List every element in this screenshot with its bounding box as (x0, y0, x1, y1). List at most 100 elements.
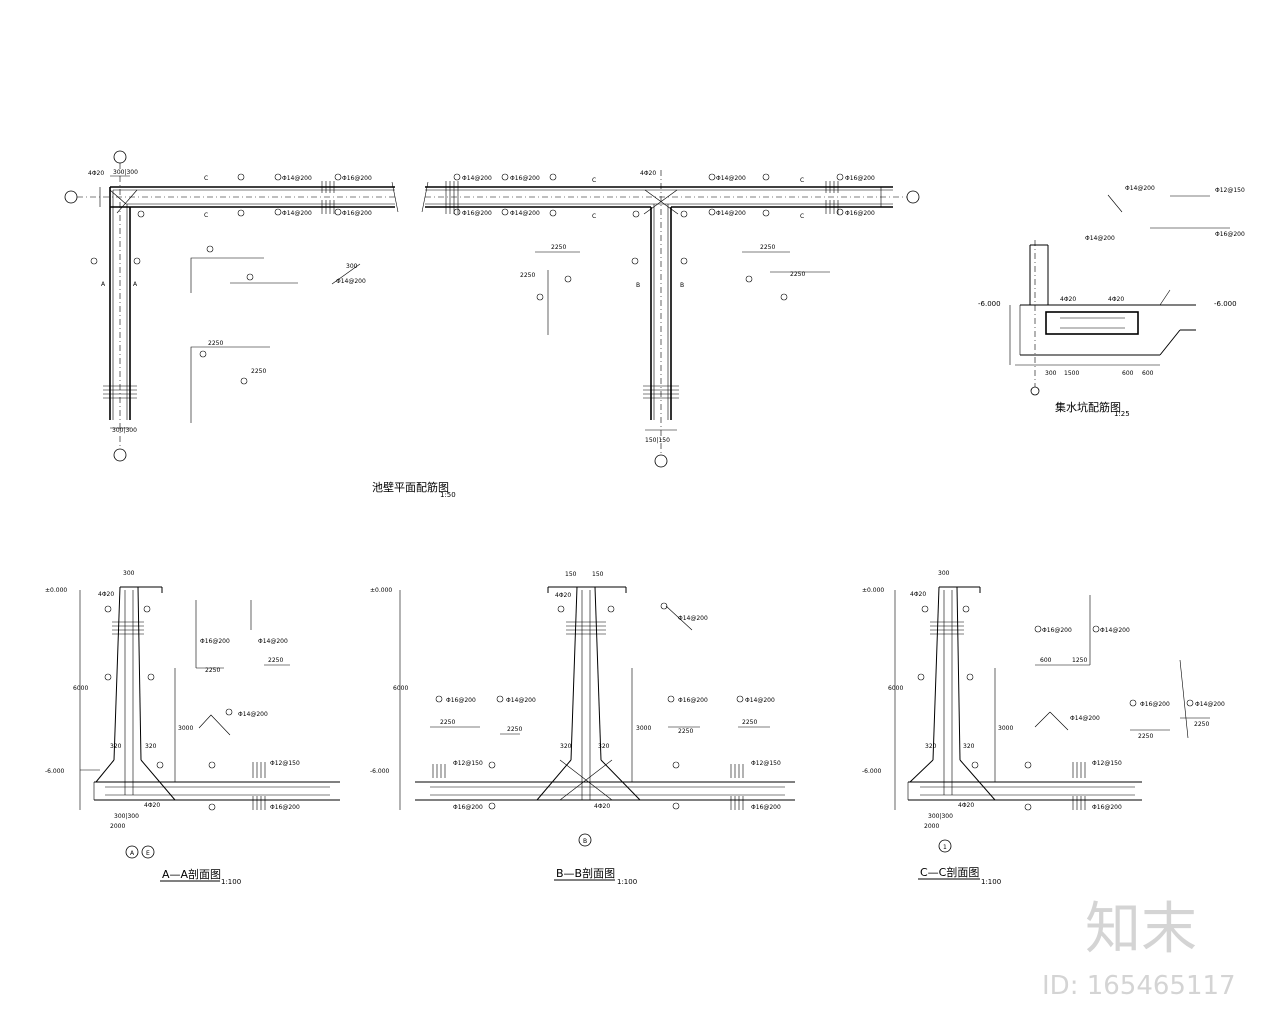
cut-label: A (133, 281, 138, 288)
axis-label: B (583, 838, 587, 845)
rebar-label: Φ16@200 (453, 804, 483, 811)
elevation-label: -6.000 (1214, 300, 1237, 308)
dim-label: 320 (110, 743, 122, 750)
dim-label: 2250 (1194, 721, 1209, 728)
rebar-label: Φ16@200 (446, 697, 476, 704)
dim-label: 2250 (208, 340, 223, 347)
axis-label: 1 (943, 844, 947, 851)
dim-label: 300 (1045, 370, 1057, 377)
dim-label: 300|300 (928, 813, 953, 820)
dim-label: 320 (963, 743, 975, 750)
dim-label: 3000 (178, 725, 193, 732)
axis-bubble (113, 448, 127, 462)
dim-label: 2250 (268, 657, 283, 664)
rebar-label: Φ16@200 (1215, 231, 1245, 238)
dim-label: 2000 (110, 823, 125, 830)
rebar-label: Φ12@150 (1215, 187, 1245, 194)
cut-label: C (800, 213, 804, 220)
plan-left-corner: 4Φ20 300|300 300|300 C C A A Φ14@200 Φ16… (64, 150, 399, 462)
axis-bubble (906, 190, 920, 204)
rebar-label: Φ16@200 (751, 804, 781, 811)
rebar-label: 4Φ20 (555, 592, 571, 599)
rebar-label: Φ16@200 (200, 638, 230, 645)
dim-label: 2250 (1138, 733, 1153, 740)
dim-label: 300|300 (112, 427, 137, 434)
section-b-title: B—B剖面图 (556, 866, 615, 880)
cut-label: C (592, 213, 596, 220)
rebar-label: Φ12@150 (1092, 760, 1122, 767)
axis-bubble (64, 190, 78, 204)
rebar-label: Φ14@200 (258, 638, 288, 645)
cut-label: C (204, 212, 208, 219)
section-b-b: ±0.000 -6.000 150 150 3000 2250 2250 225… (370, 571, 795, 886)
sump-scale: 1:25 (1114, 410, 1130, 418)
dim-label: 2250 (440, 719, 455, 726)
rebar-label: Φ16@200 (270, 804, 300, 811)
rebar-label: Φ12@150 (751, 760, 781, 767)
rebar-label: Φ16@200 (1042, 627, 1072, 634)
rebar-label: 4Φ20 (958, 802, 974, 809)
elevation-label: -6.000 (370, 768, 390, 775)
elevation-label: ±0.000 (45, 587, 67, 594)
rebar-label: Φ14@200 (1195, 701, 1225, 708)
section-c-title: C—C剖面图 (920, 865, 979, 879)
rebar-label: Φ14@200 (462, 175, 492, 182)
dim-label: 2250 (520, 272, 535, 279)
cut-label: A (101, 281, 106, 288)
rebar-label: Φ14@200 (238, 711, 268, 718)
watermark-logo: 知末 (1085, 897, 1197, 962)
dim-label: 600 (1142, 370, 1154, 377)
rebar-label: 4Φ20 (640, 170, 656, 177)
dim-label: 6000 (393, 685, 408, 692)
rebar-label: 4Φ20 (88, 170, 104, 177)
axis-bubble (113, 150, 127, 164)
dim-label: 2250 (205, 667, 220, 674)
rebar-label: Φ14@200 (1125, 185, 1155, 192)
dim-label: 600 (1040, 657, 1052, 664)
rebar-label: 4Φ20 (98, 591, 114, 598)
dim-label: 320 (598, 743, 610, 750)
section-c-c: ±0.000 -6.000 300 3000 600 1250 2250 225… (862, 570, 1225, 886)
axis-label: E (146, 850, 150, 857)
cut-label: B (680, 282, 684, 289)
dim-label: 2250 (551, 244, 566, 251)
dim-label: 2250 (742, 719, 757, 726)
section-a-scale: 1:100 (221, 878, 241, 886)
rebar-label: Φ14@200 (1070, 715, 1100, 722)
dim-label: 6000 (73, 685, 88, 692)
rebar-label: Φ16@200 (845, 175, 875, 182)
axis-label: A (130, 850, 135, 857)
axis-bubble (654, 454, 668, 468)
dim-label: 2000 (924, 823, 939, 830)
rebar-label: Φ14@200 (510, 210, 540, 217)
rebar-label: 4Φ20 (144, 802, 160, 809)
dim-label: 2250 (251, 368, 266, 375)
rebar-label: Φ14@200 (745, 697, 775, 704)
dim-label: 150|150 (645, 437, 670, 444)
rebar-label: Φ14@200 (282, 210, 312, 217)
rebar-label: Φ16@200 (342, 210, 372, 217)
plan-scale: 1:50 (440, 491, 456, 499)
rebar-label: Φ14@200 (336, 278, 366, 285)
rebar-label: Φ14@200 (1100, 627, 1130, 634)
dim-label: 300 (123, 570, 135, 577)
plan-title: 池壁平面配筋图 (372, 480, 449, 494)
rebar-label: Φ14@200 (1085, 235, 1115, 242)
dim-label: 2250 (507, 726, 522, 733)
axis-bubble (1030, 386, 1040, 396)
rebar-label: 4Φ20 (1108, 296, 1124, 303)
dim-label: 6000 (888, 685, 903, 692)
section-c-scale: 1:100 (981, 878, 1001, 886)
elevation-label: -6.000 (45, 768, 65, 775)
rebar-label: Φ16@200 (1140, 701, 1170, 708)
watermark: 知末 ID: 165465117 (1042, 897, 1236, 1001)
elevation-label: -6.000 (978, 300, 1001, 308)
dim-label: 320 (925, 743, 937, 750)
rebar-label: Φ12@150 (453, 760, 483, 767)
axis-bubble (141, 845, 155, 859)
rebar-label: Φ14@200 (716, 210, 746, 217)
rebar-label: Φ16@200 (1092, 804, 1122, 811)
dim-label: 2250 (760, 244, 775, 251)
cut-label: C (592, 177, 596, 184)
